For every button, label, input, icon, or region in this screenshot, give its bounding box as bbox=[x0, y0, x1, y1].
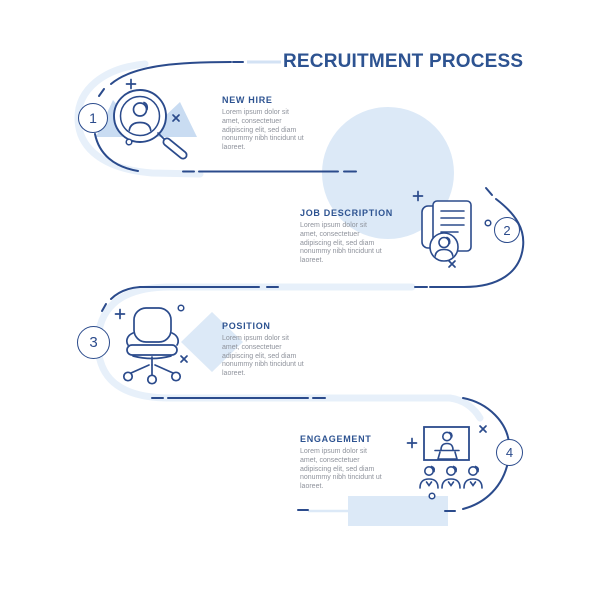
step1-heading: NEW HIRE bbox=[222, 95, 273, 105]
step2-text-block: JOB DESCRIPTION Lorem ipsum dolor sit am… bbox=[300, 208, 394, 266]
step1-dot-mark bbox=[125, 138, 133, 146]
step2-plus-mark bbox=[412, 190, 424, 202]
step3-dot-mark bbox=[177, 304, 185, 312]
step3-plus-mark bbox=[114, 308, 126, 320]
step3-text-block: POSITION Lorem ipsum dolor sit amet, con… bbox=[222, 321, 306, 379]
rectangle-decoration bbox=[348, 496, 448, 526]
magnifier-user-icon bbox=[113, 89, 188, 160]
step4-heading: ENGAGEMENT bbox=[300, 434, 372, 444]
step4-cross-mark bbox=[479, 425, 487, 433]
step1-cross-mark bbox=[172, 114, 180, 122]
step3-number-badge: 3 bbox=[77, 326, 110, 359]
step1-number-badge: 1 bbox=[78, 103, 108, 133]
diamond-decoration bbox=[181, 312, 243, 372]
big-circle-decoration bbox=[322, 107, 454, 239]
step1-text-block: NEW HIRE Lorem ipsum dolor sit amet, con… bbox=[222, 95, 306, 153]
step3-heading: POSITION bbox=[222, 321, 271, 331]
step1-plus-mark bbox=[125, 78, 137, 90]
document-user-icon bbox=[421, 200, 472, 262]
step2-dot-mark bbox=[484, 219, 492, 227]
step4-number-badge: 4 bbox=[496, 439, 523, 466]
presentation-audience-icon bbox=[419, 426, 483, 489]
step2-number-badge: 2 bbox=[494, 217, 520, 243]
dark-process-path bbox=[94, 61, 525, 512]
step2-heading: JOB DESCRIPTION bbox=[300, 208, 394, 218]
step2-cross-mark bbox=[448, 260, 456, 268]
office-chair-icon bbox=[122, 307, 182, 385]
step3-cross-mark bbox=[180, 355, 188, 363]
step4-text-block: ENGAGEMENT Lorem ipsum dolor sit amet, c… bbox=[300, 434, 384, 492]
step4-dot-mark bbox=[428, 492, 436, 500]
page-title: RECRUITMENT PROCESS bbox=[283, 51, 524, 72]
step2-description: Lorem ipsum dolor sit amet, consectetuer… bbox=[300, 222, 382, 265]
step1-description: Lorem ipsum dolor sit amet, consectetuer… bbox=[222, 109, 304, 152]
step4-plus-mark bbox=[406, 437, 418, 449]
step3-description: Lorem ipsum dolor sit amet, consectetuer… bbox=[222, 335, 304, 378]
step4-description: Lorem ipsum dolor sit amet, consectetuer… bbox=[300, 448, 382, 491]
